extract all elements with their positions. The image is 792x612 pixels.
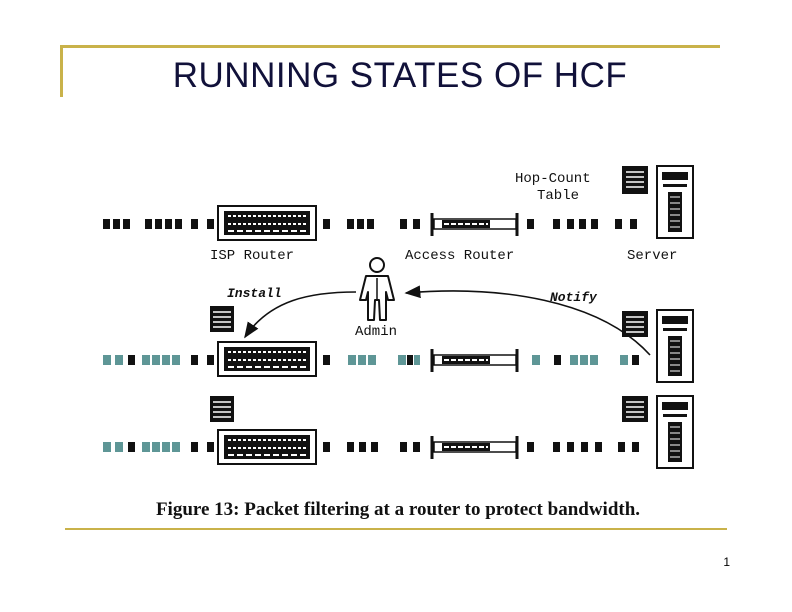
access-router-row2 xyxy=(430,349,519,372)
server-row3 xyxy=(656,395,694,469)
admin-figure xyxy=(359,257,395,321)
page-number: 1 xyxy=(723,555,730,569)
isp-router-row2 xyxy=(217,341,317,377)
slide-title: RUNNING STATES OF HCF xyxy=(172,56,628,95)
filter-rule-icon-row2 xyxy=(210,306,234,332)
hop-count-table-row3 xyxy=(622,396,648,422)
server-row2 xyxy=(656,309,694,383)
packet-stream-row1 xyxy=(103,219,637,229)
packet-stream-row3 xyxy=(103,442,639,452)
admin-label: Admin xyxy=(355,324,397,340)
figure-caption: Figure 13: Packet filtering at a router … xyxy=(156,499,640,520)
notify-arrow xyxy=(404,285,651,356)
hop-count-label: Hop-Count xyxy=(515,171,591,187)
notify-label: Notify xyxy=(550,290,598,305)
install-label: Install xyxy=(227,286,282,301)
hop-count-table-row2 xyxy=(622,311,648,337)
server-row1 xyxy=(656,165,694,239)
accent-rule-top xyxy=(60,45,720,48)
install-arrow xyxy=(244,291,357,339)
access-router-row3 xyxy=(430,436,519,459)
isp-router-row1 xyxy=(217,205,317,241)
accent-rule-bottom xyxy=(65,528,727,530)
isp-router-row3 xyxy=(217,429,317,465)
access-router-label: Access Router xyxy=(405,248,514,264)
filter-rule-icon-row3 xyxy=(210,396,234,422)
server-label: Server xyxy=(627,248,677,264)
accent-rule-left xyxy=(60,45,63,97)
packet-stream-row2 xyxy=(103,355,639,365)
isp-router-label: ISP Router xyxy=(210,248,294,264)
hop-count-table-row1 xyxy=(622,166,648,194)
access-router-row1 xyxy=(430,213,519,236)
hop-count-label-line2: Table xyxy=(537,188,579,204)
